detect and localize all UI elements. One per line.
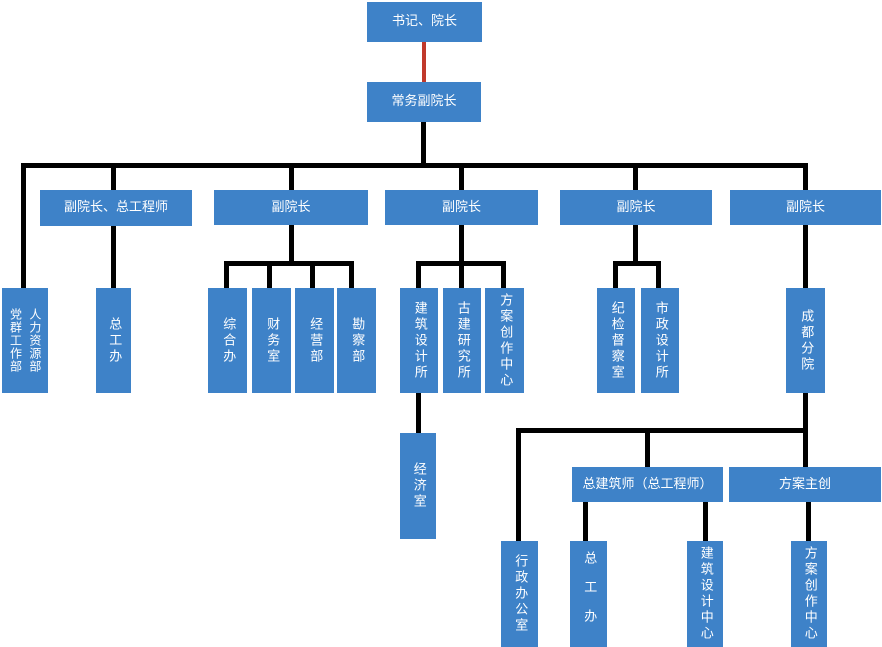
node-chief-architect-label: 总建筑师（总工程师） — [582, 476, 713, 492]
node-vice-dean-2: 副院长 — [385, 190, 538, 225]
connector-vice4-to-chengdu — [803, 225, 808, 288]
node-architecture-design-center: 建筑设计中心 — [687, 541, 723, 647]
connector-drop-vice2 — [459, 163, 464, 190]
node-economics-office-label: 经济室 — [410, 462, 426, 510]
node-vice-dean-4: 副院长 — [730, 190, 881, 225]
connector-vicechief-to-office — [111, 226, 116, 288]
node-admin-office-label: 行政办公室 — [512, 554, 528, 634]
node-economics-office: 经济室 — [400, 433, 436, 539]
node-municipal-design-institute-label: 市政设计所 — [652, 300, 668, 381]
node-secretary-dean-label: 书记、院长 — [391, 14, 457, 30]
connector-drop-party-hr — [21, 163, 26, 288]
connector-vice3-down — [633, 225, 638, 261]
node-discipline-inspection-office: 纪检督察室 — [597, 288, 635, 393]
node-party-mass-and-hr: 党群工作部 人力资源部 — [2, 288, 48, 393]
node-architecture-design-center-label: 建筑设计中心 — [697, 546, 713, 642]
node-vice-dean-chief-engineer-label: 副院长、总工程师 — [63, 200, 168, 216]
node-vice-dean-3-label: 副院长 — [616, 199, 656, 215]
connector-stub-arch-design-center — [703, 502, 708, 541]
node-scheme-creation-center: 方案创作中心 — [485, 288, 524, 393]
connector-stub-ancient-arch — [459, 261, 464, 288]
node-vice-dean-chief-engineer: 副院长、总工程师 — [40, 190, 192, 226]
node-finance-office: 财务室 — [252, 288, 291, 393]
node-scheme-creation-center-chengdu-label: 方案创作中心 — [801, 546, 817, 642]
connector-stub-chief-eng-office-2 — [583, 502, 588, 541]
connector-vice1-down — [289, 225, 294, 261]
node-architecture-design-institute: 建筑设计所 — [400, 288, 438, 393]
node-party-mass-dept-label: 党群工作部 — [8, 308, 23, 373]
connector-stub-operations — [310, 261, 315, 288]
node-survey-dept-label: 勘察部 — [349, 316, 365, 365]
connector-stub-survey — [349, 261, 354, 288]
connector-stub-discipline — [613, 261, 618, 288]
node-chief-engineer-office-chengdu-label: 总工办 — [581, 550, 597, 638]
node-finance-office-label: 财务室 — [264, 316, 280, 365]
node-operations-dept: 经营部 — [295, 288, 334, 393]
node-scheme-creation-center-chengdu: 方案创作中心 — [791, 541, 827, 647]
connector-vice2-down — [459, 225, 464, 261]
connector-stub-scheme-center-2 — [806, 502, 811, 541]
node-survey-dept: 勘察部 — [337, 288, 376, 393]
node-vice-dean-2-label: 副院长 — [441, 199, 481, 215]
connector-stub-finance-office — [267, 261, 272, 288]
connector-stub-general-office — [224, 261, 229, 288]
node-vice-dean-1-label: 副院长 — [271, 199, 311, 215]
node-chengdu-branch-label: 成都分院 — [798, 308, 814, 373]
connector-drop-vice4 — [803, 163, 808, 190]
node-operations-dept-label: 经营部 — [307, 316, 323, 365]
node-ancient-architecture-institute: 古建研究所 — [443, 288, 481, 393]
node-general-office-label: 综合办 — [220, 316, 236, 365]
connector-drop-chief-architect — [645, 428, 650, 467]
node-executive-vice-dean-label: 常务副院长 — [391, 94, 457, 110]
connector-drop-scheme-lead — [803, 428, 808, 467]
connector-drop-vice3 — [633, 163, 638, 190]
node-general-office: 综合办 — [208, 288, 247, 393]
node-vice-dean-4-label: 副院长 — [785, 199, 825, 215]
connector-chengdu-horizontal — [516, 428, 808, 433]
node-executive-vice-dean: 常务副院长 — [367, 82, 481, 122]
connector-trunk-horizontal — [21, 163, 808, 168]
node-ancient-architecture-institute-label: 古建研究所 — [454, 300, 470, 381]
connector-vice1-horizontal — [224, 261, 354, 266]
node-chief-architect: 总建筑师（总工程师） — [572, 467, 723, 502]
node-scheme-creation-center-label: 方案创作中心 — [497, 292, 513, 389]
connector-vice3-horizontal — [613, 261, 661, 266]
connector-drop-vice-chief-eng — [111, 163, 116, 190]
node-chengdu-branch: 成都分院 — [786, 288, 825, 393]
node-vice-dean-1: 副院长 — [214, 190, 368, 225]
node-hr-dept-label: 人力资源部 — [27, 308, 42, 373]
node-scheme-lead-label: 方案主创 — [778, 476, 831, 492]
node-discipline-inspection-office-label: 纪检督察室 — [608, 300, 624, 381]
connector-secretary-to-exec — [422, 42, 426, 82]
node-chief-engineer-office-chengdu: 总工办 — [570, 541, 607, 647]
node-admin-office: 行政办公室 — [501, 541, 538, 647]
node-chief-engineer-office-label: 总工办 — [106, 316, 122, 365]
connector-stub-arch-design — [416, 261, 421, 288]
node-scheme-lead: 方案主创 — [729, 467, 881, 502]
connector-drop-admin-office — [516, 428, 521, 541]
connector-stub-municipal — [656, 261, 661, 288]
node-architecture-design-institute-label: 建筑设计所 — [411, 300, 427, 381]
connector-drop-vice1 — [289, 163, 294, 190]
node-chief-engineer-office: 总工办 — [96, 288, 131, 393]
node-vice-dean-3: 副院长 — [560, 190, 712, 225]
connector-archdesign-to-economics — [416, 393, 421, 433]
connector-chengdu-down — [803, 393, 808, 430]
node-secretary-dean: 书记、院长 — [367, 2, 482, 42]
connector-exec-down — [421, 122, 426, 167]
connector-stub-scheme-center — [501, 261, 506, 288]
node-municipal-design-institute: 市政设计所 — [641, 288, 679, 393]
